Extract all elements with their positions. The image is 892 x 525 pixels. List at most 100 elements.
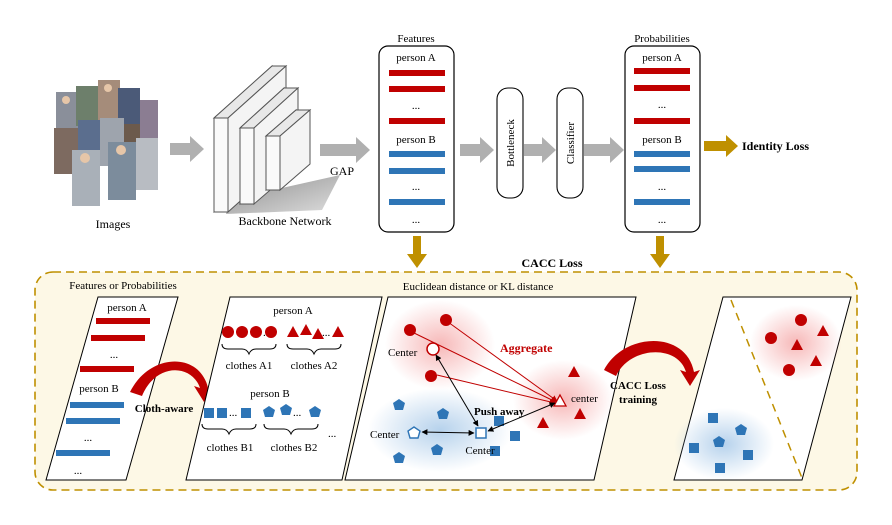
blue-square-marker — [241, 408, 251, 418]
aggregate-arrow — [447, 321, 558, 402]
red-circle-marker — [425, 370, 437, 382]
push-away-arrow — [487, 402, 556, 432]
red-triangle-marker — [568, 366, 580, 377]
red-triangle-marker — [817, 325, 829, 336]
arrow-probabilities-to-cacc — [650, 236, 670, 268]
probability-bar-blue — [634, 199, 690, 205]
features-person-b: person B — [396, 134, 435, 146]
panel1-ellipsis-b: ... — [84, 432, 93, 444]
center-label-pentagon: Center — [370, 429, 400, 441]
probability-bar-red — [634, 85, 690, 91]
probabilities-box — [624, 45, 701, 233]
red-triangle-marker — [332, 326, 344, 337]
blue-pentagon-marker — [280, 404, 292, 415]
center-marker-pentagon — [407, 426, 421, 439]
red-circle-marker — [795, 314, 807, 326]
blue-square-marker — [204, 408, 214, 418]
center-label-square: Center — [465, 445, 495, 457]
features-box — [378, 45, 455, 233]
bottleneck-block — [496, 87, 524, 199]
panel1-person-a: person A — [107, 302, 146, 314]
red-triangle-marker — [287, 326, 299, 337]
push-away-arrow — [421, 429, 475, 436]
center-marker-square — [475, 427, 487, 439]
features-or-probabilities-panel — [45, 296, 179, 481]
brace-clothes-b2 — [263, 423, 319, 436]
blue-pentagon-marker — [713, 436, 725, 447]
probabilities-ellipsis-a: ... — [658, 99, 667, 111]
arrow-classifier-to-probabilities — [584, 137, 624, 163]
probability-bar-red — [634, 118, 690, 124]
clothes-a2-ellipsis: ... — [322, 327, 331, 339]
red-circle-marker — [783, 364, 795, 376]
probabilities-ellipsis-c: ... — [658, 214, 667, 226]
panel1-ellipsis-a: ... — [110, 349, 119, 361]
feature-bar-red — [389, 118, 445, 124]
clothes-b1-label: clothes B1 — [207, 442, 254, 454]
classifier-block — [556, 87, 584, 199]
brace-clothes-a2 — [286, 343, 342, 356]
features-or-probabilities-label: Features or Probabilities — [69, 280, 177, 292]
panel1-bar-blue — [56, 450, 110, 456]
probability-bar-blue — [634, 166, 690, 172]
features-title: Features — [397, 33, 434, 45]
probabilities-title: Probabilities — [634, 33, 690, 45]
probabilities-person-a: person A — [642, 52, 681, 64]
panel1-bar-blue — [70, 402, 124, 408]
stacked-layers-icon — [212, 64, 340, 214]
cloth-aware-curved-arrow — [130, 361, 214, 402]
red-cluster-glow — [385, 300, 495, 390]
red-triangle-marker — [810, 355, 822, 366]
features-ellipsis-a: ... — [412, 100, 421, 112]
cacc-training-curved-arrow — [604, 341, 700, 386]
cacc-loss-training-line2: training — [619, 394, 657, 406]
panel2-trailing-ellipsis: ... — [328, 428, 337, 440]
panel1-bar-blue — [66, 418, 120, 424]
probability-bar-red — [634, 68, 690, 74]
red-circle-marker — [250, 326, 262, 338]
clothes-b2-label: clothes B2 — [271, 442, 318, 454]
feature-bar-blue — [389, 151, 445, 157]
center-label-triangle: center — [571, 393, 598, 405]
arrow-bottleneck-to-classifier — [524, 137, 556, 163]
red-circle-marker — [236, 326, 248, 338]
red-triangle-marker — [300, 324, 312, 335]
gap-label: GAP — [330, 164, 354, 178]
blue-pentagon-marker — [735, 424, 747, 435]
probabilities-person-b: person B — [642, 134, 681, 146]
red-triangle-marker — [791, 339, 803, 350]
images-label: Images — [96, 217, 131, 231]
clothes-a1-label: clothes A1 — [226, 360, 273, 372]
red-circle-marker — [765, 332, 777, 344]
blue-pentagon-marker — [393, 399, 405, 410]
features-ellipsis-b: ... — [412, 181, 421, 193]
brace-clothes-b1 — [201, 423, 257, 436]
feature-bar-blue — [389, 199, 445, 205]
blue-pentagon-marker — [309, 406, 321, 417]
features-person-a: person A — [396, 52, 435, 64]
panel2-person-a: person A — [273, 305, 312, 317]
blue-square-marker — [715, 463, 725, 473]
blue-square-marker — [217, 408, 227, 418]
blue-pentagon-marker — [431, 444, 443, 455]
blue-square-marker — [708, 413, 718, 423]
blue-cluster-glow — [674, 408, 774, 480]
feature-bar-blue — [389, 168, 445, 174]
aggregate-arrow — [411, 331, 557, 403]
feature-bar-red — [389, 86, 445, 92]
panel1-person-b: person B — [79, 383, 118, 395]
push-away-arrow — [435, 354, 479, 427]
arrow-features-to-bottleneck — [460, 137, 494, 163]
panel2-person-b: person B — [250, 388, 289, 400]
cacc-loss-training-line1: CACC Loss — [610, 380, 667, 392]
distance-title: Euclidean distance or KL distance — [403, 281, 554, 293]
identity-loss-label: Identity Loss — [742, 139, 809, 153]
arrow-features-to-cacc — [407, 236, 427, 268]
blue-square-marker — [510, 431, 520, 441]
decision-boundary — [730, 299, 803, 479]
brace-clothes-a1 — [221, 343, 277, 356]
arrow-identity-loss — [704, 135, 738, 157]
clothes-a2-label: clothes A2 — [291, 360, 338, 372]
red-circle-marker — [265, 326, 277, 338]
